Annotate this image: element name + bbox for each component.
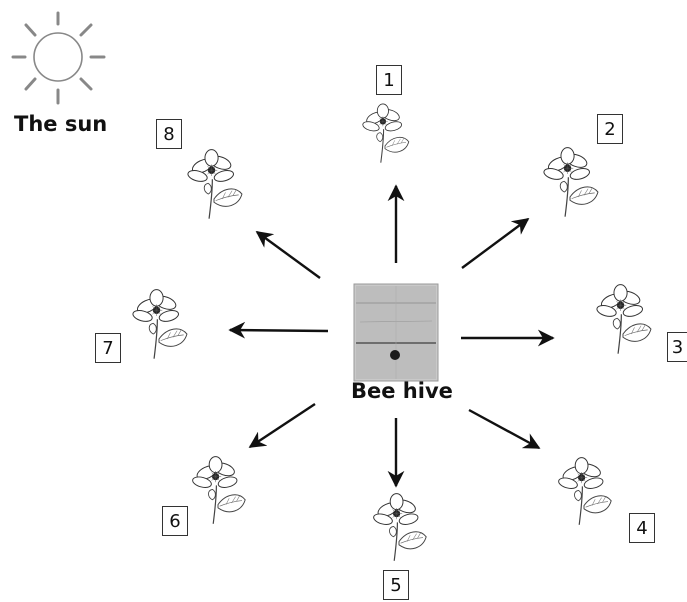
bee-hive-image [353,283,439,382]
arrow-to-flower-2 [461,217,530,269]
flower-number-7: 7 [95,333,121,363]
flower-5-icon [371,493,427,562]
sun-label: The sun [14,112,108,136]
flower-number-8: 8 [156,119,182,149]
flower-1-icon [361,103,410,164]
flower-number-6: 6 [162,506,188,536]
flower-number-2: 2 [597,114,623,144]
flower-8-icon [186,149,243,220]
sun-icon [11,11,106,105]
flower-2-icon [542,147,599,218]
arrow-to-flower-7 [228,321,329,339]
arrow-to-flower-4 [468,408,541,450]
flower-number-1: 1 [376,65,402,95]
flower-number-3: 3 [667,332,687,362]
hive-label: Bee hive [351,379,453,403]
arrow-to-flower-6 [248,402,316,449]
flower-number-4: 4 [629,513,655,543]
arrow-to-flower-8 [255,231,321,279]
flower-6-icon [190,456,246,525]
flower-7-icon [131,289,188,360]
flower-3-icon [595,284,652,355]
flower-number-5: 5 [383,570,409,600]
flower-4-icon [556,457,612,526]
